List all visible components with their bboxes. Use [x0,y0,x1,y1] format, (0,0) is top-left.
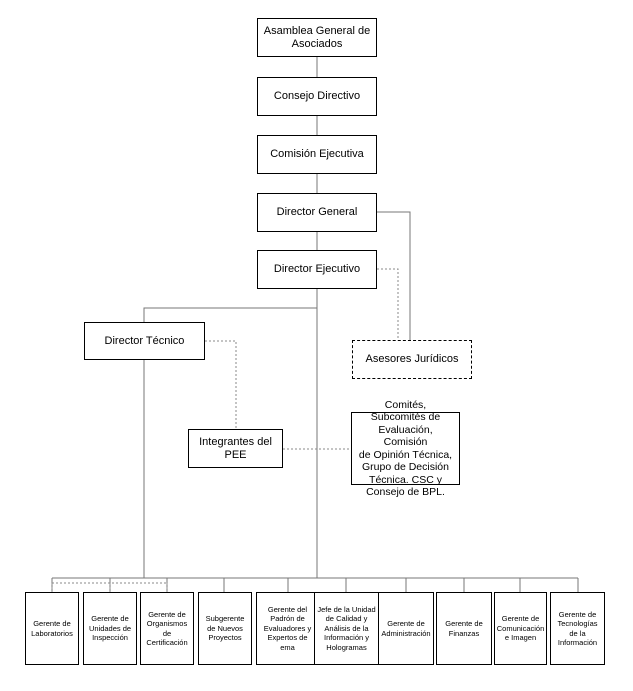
general-asesores-line [377,211,411,340]
node-integrantes-pee: Integrantes del PEE [188,429,283,468]
node-gerente-tecnologias-informacion: Gerente de Tecnologías de la Información [550,592,605,665]
node-gerente-unidades-inspeccion: Gerente de Unidades de Inspección [83,592,137,665]
node-gerente-laboratorios: Gerente de Laboratorios [25,592,79,665]
node-director-tecnico: Director Técnico [84,322,205,360]
node-comision-ejecutiva: Comisión Ejecutiva [257,135,377,174]
tecnico-branch-line [143,307,317,322]
node-gerente-organismos-certificacion: Gerente de Organismos de Certificación [140,592,194,665]
node-subgerente-nuevos-proyectos: Subgerente de Nuevos Proyectos [198,592,252,665]
node-gerente-padron-evaluadores: Gerente del Padrón de Evaluadores y Expe… [256,592,319,665]
node-gerente-comunicacion-imagen: Gerente de Comunicación e Imagen [494,592,547,665]
node-consejo-directivo: Consejo Directivo [257,77,377,116]
tecnico-pee-dotted [205,340,237,429]
node-asesores-juridicos: Asesores Jurídicos [352,340,472,379]
node-director-general: Director General [257,193,377,232]
ejecutivo-asesores-dotted [377,268,399,340]
node-gerente-administracion: Gerente de Administración [378,592,434,665]
node-comites: Comités, Subcomités de Evaluación, Comis… [351,399,460,498]
node-asamblea: Asamblea General de Asociados [257,18,377,57]
node-director-ejecutivo: Director Ejecutivo [257,250,377,289]
node-jefe-unidad-calidad: Jefe de la Unidad de Calidad y Análisis … [314,592,379,665]
node-gerente-finanzas: Gerente de Finanzas [436,592,492,665]
